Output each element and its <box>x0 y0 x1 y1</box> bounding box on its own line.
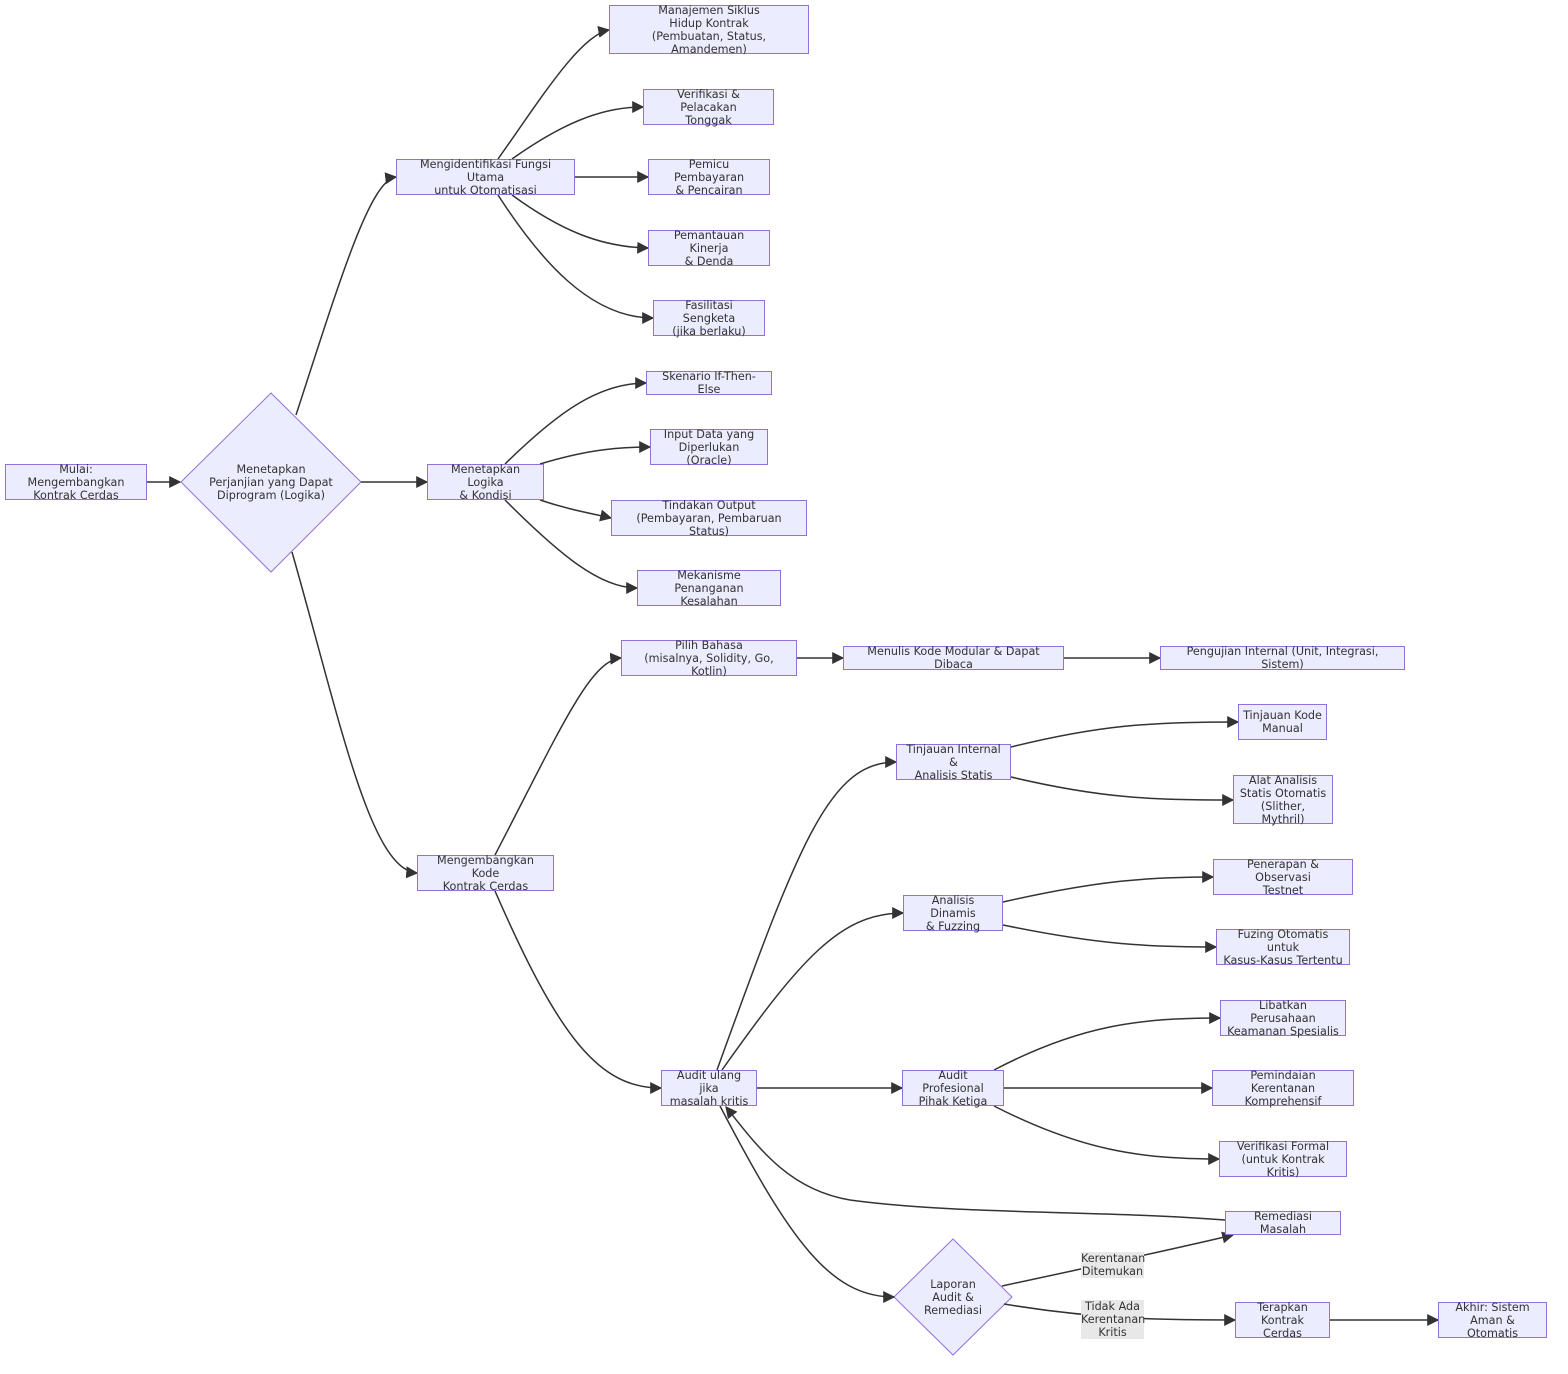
edges <box>147 25 1440 1326</box>
edge-reaudit-report <box>719 1105 896 1303</box>
node-deploy: Terapkan Kontrak Cerdas <box>1235 1301 1330 1340</box>
edge-pro-formal <box>993 1105 1221 1165</box>
node-define-label: Menetapkan Perjanjian yang Dapat Diprogr… <box>209 462 333 502</box>
node-identify: Mengidentifikasi Fungsi Utama untuk Otom… <box>396 158 575 197</box>
node-testing: Pengujian Internal (Unit, Integrasi, Sis… <box>1160 645 1405 671</box>
node-develop: Mengembangkan Kode Kontrak Cerdas <box>417 854 554 893</box>
edge-define-develop <box>291 551 419 879</box>
edge-label-found: Kerentanan Ditemukan <box>1081 1252 1146 1278</box>
node-input: Input Data yang Diperlukan (Oracle) <box>650 428 768 467</box>
node-lifecycle: Manajemen Siklus Hidup Kontrak (Pembuata… <box>609 4 809 56</box>
edge-develop-language <box>494 652 623 856</box>
edge-define-identify <box>295 172 398 416</box>
edge-logic-ifthen <box>504 377 648 465</box>
edge-reaudit-internal <box>716 756 898 1071</box>
edge-remed-reaudit <box>725 1106 1226 1221</box>
node-internal: Tinjauan Internal & Analisis Statis <box>896 743 1011 782</box>
node-end: Akhir: Sistem Aman & Otomatis <box>1438 1301 1547 1340</box>
node-static: Alat Analisis Statis Otomatis (Slither, … <box>1233 774 1333 826</box>
node-pro: Audit Profesional Pihak Ketiga <box>902 1069 1004 1108</box>
edge-logic-input <box>539 441 652 465</box>
edge-identify-dispute <box>497 194 655 324</box>
edge-internal-static <box>1010 776 1235 806</box>
node-start: Mulai: Mengembangkan Kontrak Cerdas <box>5 463 147 502</box>
edge-identify-performance <box>511 194 650 254</box>
node-reaudit: Audit ulang jika masalah kritis <box>661 1069 757 1108</box>
node-error: Mekanisme Penanganan Kesalahan <box>637 569 781 608</box>
node-logic: Menetapkan Logika & Kondisi <box>427 463 544 502</box>
edge-label-none: Tidak Ada Kerentanan Kritis <box>1081 1300 1146 1339</box>
node-scan: Pemindaian Kerentanan Komprehensif <box>1212 1069 1354 1108</box>
node-dispute: Fasilitasi Sengketa (jika berlaku) <box>653 299 765 338</box>
edge-dynamic-testnet <box>1002 871 1215 903</box>
edge-pro-firm <box>993 1012 1222 1071</box>
node-verify: Verifikasi & Pelacakan Tonggak <box>643 88 774 127</box>
edge-logic-error <box>504 499 639 594</box>
edge-develop-reaudit <box>494 890 663 1094</box>
node-remed: Remediasi Masalah <box>1225 1210 1341 1236</box>
node-language: Pilih Bahasa (misalnya, Solidity, Go, Ko… <box>621 639 797 678</box>
node-report-label: Laporan Audit & Remediasi <box>924 1277 982 1317</box>
edge-reaudit-dynamic <box>721 907 905 1071</box>
node-firm: Libatkan Perusahaan Keamanan Spesialis <box>1220 999 1346 1038</box>
node-manual: Tinjauan Kode Manual <box>1238 704 1327 740</box>
node-output: Tindakan Output (Pembayaran, Pembaruan S… <box>611 499 807 538</box>
edge-dynamic-fuzz <box>1002 924 1218 953</box>
node-testnet: Penerapan & Observasi Testnet <box>1213 858 1353 897</box>
edge-identify-verify <box>511 101 645 160</box>
report-diamond <box>893 1238 1013 1356</box>
edge-logic-output <box>539 499 613 522</box>
node-payment: Pemicu Pembayaran & Pencairan <box>648 158 770 197</box>
edge-internal-manual <box>1010 716 1240 748</box>
node-dynamic: Analisis Dinamis & Fuzzing <box>903 894 1003 933</box>
define-diamond <box>180 392 362 573</box>
node-formal: Verifikasi Formal (untuk Kontrak Kritis) <box>1219 1140 1347 1179</box>
node-performance: Pemantauan Kinerja & Denda <box>648 229 770 268</box>
node-fuzz: Fuzing Otomatis untuk Kasus-Kasus Terten… <box>1216 928 1350 967</box>
edge-identify-lifecycle <box>497 25 611 160</box>
node-ifthen: Skenario If-Then-Else <box>646 370 772 396</box>
node-modular: Menulis Kode Modular & Dapat Dibaca <box>843 645 1064 671</box>
